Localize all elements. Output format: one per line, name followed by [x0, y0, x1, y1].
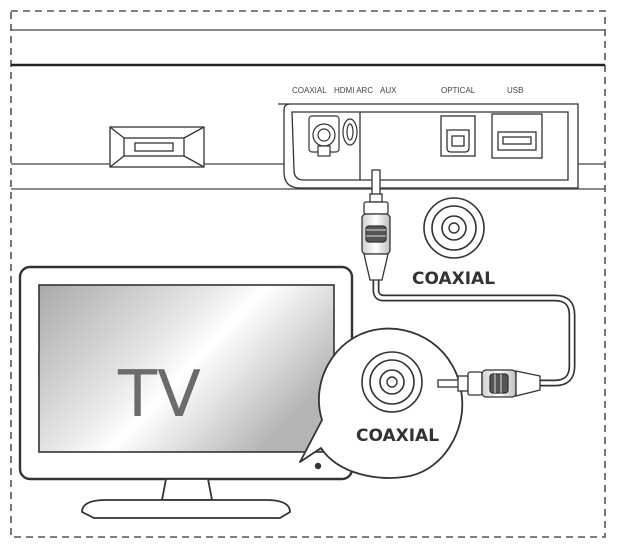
port-label-usb: USB: [507, 86, 523, 95]
optical-port: [440, 115, 476, 157]
aux-port: [342, 118, 358, 146]
coaxial-label-lower: COAXIAL: [356, 426, 439, 446]
soundbar-slot: [109, 126, 205, 168]
rca-plug-soundbar: [361, 169, 391, 281]
port-label-aux: AUX: [380, 86, 397, 95]
coaxial-jack-upper: [423, 197, 485, 259]
usb-port: [491, 113, 543, 159]
coaxial-label-upper: COAXIAL: [412, 269, 495, 289]
port-label-hdmi-arc: HDMI ARC: [334, 86, 373, 95]
tv-jack-callout: [299, 327, 464, 479]
port-label-coaxial: COAXIAL: [292, 86, 327, 95]
tv-label: TV: [117, 358, 201, 432]
port-label-optical: OPTICAL: [441, 86, 476, 95]
dashed-frame: [10, 10, 606, 538]
rca-plug-tv: [437, 369, 541, 398]
coaxial-port: [308, 115, 340, 157]
